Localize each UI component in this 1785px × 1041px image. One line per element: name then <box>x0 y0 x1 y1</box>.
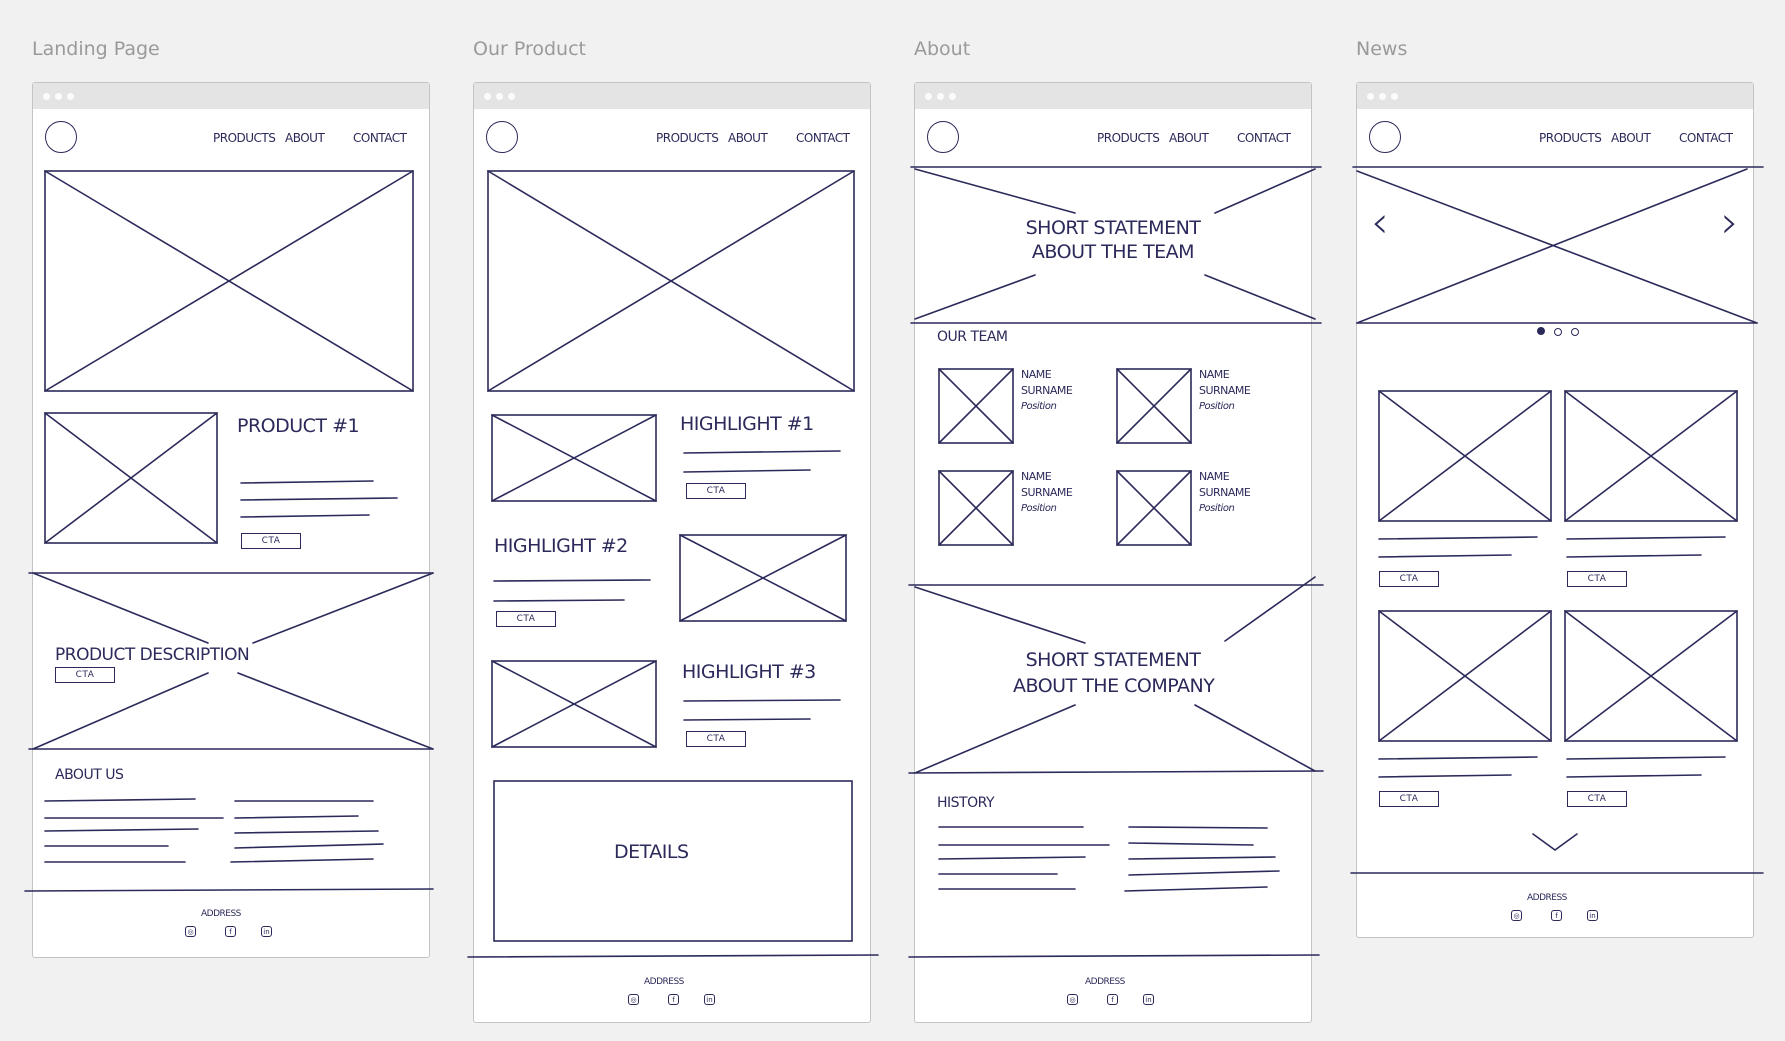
highlight-3-cta-button[interactable]: CTA <box>686 731 746 747</box>
details-label: DETAILS <box>614 841 689 863</box>
member-name: NAME <box>1021 470 1052 483</box>
browser-bar <box>1357 83 1753 109</box>
member-position: Position <box>1021 503 1057 514</box>
product-cta-button[interactable]: CTA <box>241 533 301 549</box>
highlight-1-cta-button[interactable]: CTA <box>686 483 746 499</box>
linkedin-icon[interactable]: in <box>704 994 715 1005</box>
window-dot <box>1379 93 1386 100</box>
window-dot <box>55 93 62 100</box>
highlight-1-heading: HIGHLIGHT #1 <box>680 413 814 435</box>
team-statement-line1: SHORT STATEMENT <box>1025 217 1201 239</box>
wireframe-our-product[interactable]: PRODUCTS ABOUT CONTACT HIGHLIGHT #1 CTA … <box>467 82 879 1023</box>
window-dot <box>484 93 491 100</box>
nav-contact[interactable]: CONTACT <box>796 131 850 145</box>
facebook-icon[interactable]: f <box>1551 910 1562 921</box>
company-statement-line2: ABOUT THE COMPANY <box>1013 675 1215 697</box>
news-card-3-cta-button[interactable]: CTA <box>1379 791 1439 807</box>
member-surname: SURNAME <box>1021 486 1073 499</box>
wireframe-news[interactable]: PRODUCTS ABOUT CONTACT ‹ › CTA CTA CTA C… <box>1350 82 1764 939</box>
footer-address: ADDRESS <box>201 909 241 919</box>
member-position: Position <box>1021 401 1057 412</box>
facebook-icon[interactable]: f <box>1107 994 1118 1005</box>
sketch-lines <box>1350 166 1764 874</box>
facebook-icon[interactable]: f <box>668 994 679 1005</box>
highlight-3-heading: HIGHLIGHT #3 <box>682 661 816 683</box>
frame-title-our-product: Our Product <box>473 38 586 60</box>
browser-bar <box>33 83 429 109</box>
highlight-2-heading: HIGHLIGHT #2 <box>494 535 628 557</box>
wireframe-landing-page[interactable]: PRODUCTS ABOUT CONTACT PRODUCT #1 CTA PR… <box>24 82 434 958</box>
logo-placeholder[interactable] <box>486 121 518 153</box>
facebook-icon[interactable]: f <box>225 926 236 937</box>
carousel-prev-arrow[interactable]: ‹ <box>1371 197 1389 248</box>
carousel-page-dot-active[interactable] <box>1537 327 1545 335</box>
logo-placeholder[interactable] <box>1369 121 1401 153</box>
linkedin-icon[interactable]: in <box>1143 994 1154 1005</box>
company-statement-line1: SHORT STATEMENT <box>1025 649 1201 671</box>
nav-about[interactable]: ABOUT <box>1169 131 1209 145</box>
browser-bar <box>915 83 1311 109</box>
member-position: Position <box>1199 401 1235 412</box>
linkedin-icon[interactable]: in <box>261 926 272 937</box>
nav-about[interactable]: ABOUT <box>728 131 768 145</box>
nav-contact[interactable]: CONTACT <box>353 131 407 145</box>
member-surname: SURNAME <box>1199 384 1251 397</box>
window-dot <box>937 93 944 100</box>
window-dot <box>496 93 503 100</box>
nav-contact[interactable]: CONTACT <box>1679 131 1733 145</box>
member-surname: SURNAME <box>1199 486 1251 499</box>
logo-placeholder[interactable] <box>45 121 77 153</box>
window-dot <box>1391 93 1398 100</box>
nav-products[interactable]: PRODUCTS <box>1539 131 1602 145</box>
chevron-down-icon[interactable] <box>1357 83 1755 939</box>
member-position: Position <box>1199 503 1235 514</box>
team-statement-line2: ABOUT THE TEAM <box>1031 241 1195 263</box>
nav-about[interactable]: ABOUT <box>1611 131 1651 145</box>
member-surname: SURNAME <box>1021 384 1073 397</box>
window-dot <box>43 93 50 100</box>
our-team-heading: OUR TEAM <box>937 329 1008 345</box>
highlight-2-cta-button[interactable]: CTA <box>496 611 556 627</box>
frame-title-landing: Landing Page <box>32 38 160 60</box>
nav-about[interactable]: ABOUT <box>285 131 325 145</box>
footer-address: ADDRESS <box>1085 977 1125 987</box>
window-dot <box>1367 93 1374 100</box>
carousel-next-arrow[interactable]: › <box>1721 197 1739 248</box>
carousel-page-dot[interactable] <box>1571 328 1579 336</box>
wireframe-about[interactable]: PRODUCTS ABOUT CONTACT SHORT STATEMENT A… <box>908 82 1324 1023</box>
window-dot <box>949 93 956 100</box>
linkedin-icon[interactable]: in <box>1587 910 1598 921</box>
history-heading: HISTORY <box>937 795 995 811</box>
product-heading: PRODUCT #1 <box>237 415 360 437</box>
about-us-heading: ABOUT US <box>55 767 124 783</box>
frame-title-news: News <box>1356 38 1408 60</box>
instagram-icon[interactable]: ◎ <box>185 926 196 937</box>
footer-address: ADDRESS <box>1527 893 1567 903</box>
member-name: NAME <box>1199 470 1230 483</box>
instagram-icon[interactable]: ◎ <box>1511 910 1522 921</box>
member-name: NAME <box>1021 368 1052 381</box>
news-card-1-cta-button[interactable]: CTA <box>1379 571 1439 587</box>
news-card-4-cta-button[interactable]: CTA <box>1567 791 1627 807</box>
window-dot <box>925 93 932 100</box>
nav-products[interactable]: PRODUCTS <box>213 131 276 145</box>
carousel-page-dot[interactable] <box>1554 328 1562 336</box>
logo-placeholder[interactable] <box>927 121 959 153</box>
browser-bar <box>474 83 870 109</box>
nav-products[interactable]: PRODUCTS <box>1097 131 1160 145</box>
instagram-icon[interactable]: ◎ <box>1067 994 1078 1005</box>
frame-title-about: About <box>914 38 971 60</box>
nav-products[interactable]: PRODUCTS <box>656 131 719 145</box>
window-dot <box>67 93 74 100</box>
product-description-heading: PRODUCT DESCRIPTION <box>55 645 250 665</box>
description-cta-button[interactable]: CTA <box>55 667 115 683</box>
footer-address: ADDRESS <box>644 977 684 987</box>
sketch-lines <box>24 170 434 892</box>
nav-contact[interactable]: CONTACT <box>1237 131 1291 145</box>
member-name: NAME <box>1199 368 1230 381</box>
news-card-2-cta-button[interactable]: CTA <box>1567 571 1627 587</box>
instagram-icon[interactable]: ◎ <box>628 994 639 1005</box>
window-dot <box>508 93 515 100</box>
